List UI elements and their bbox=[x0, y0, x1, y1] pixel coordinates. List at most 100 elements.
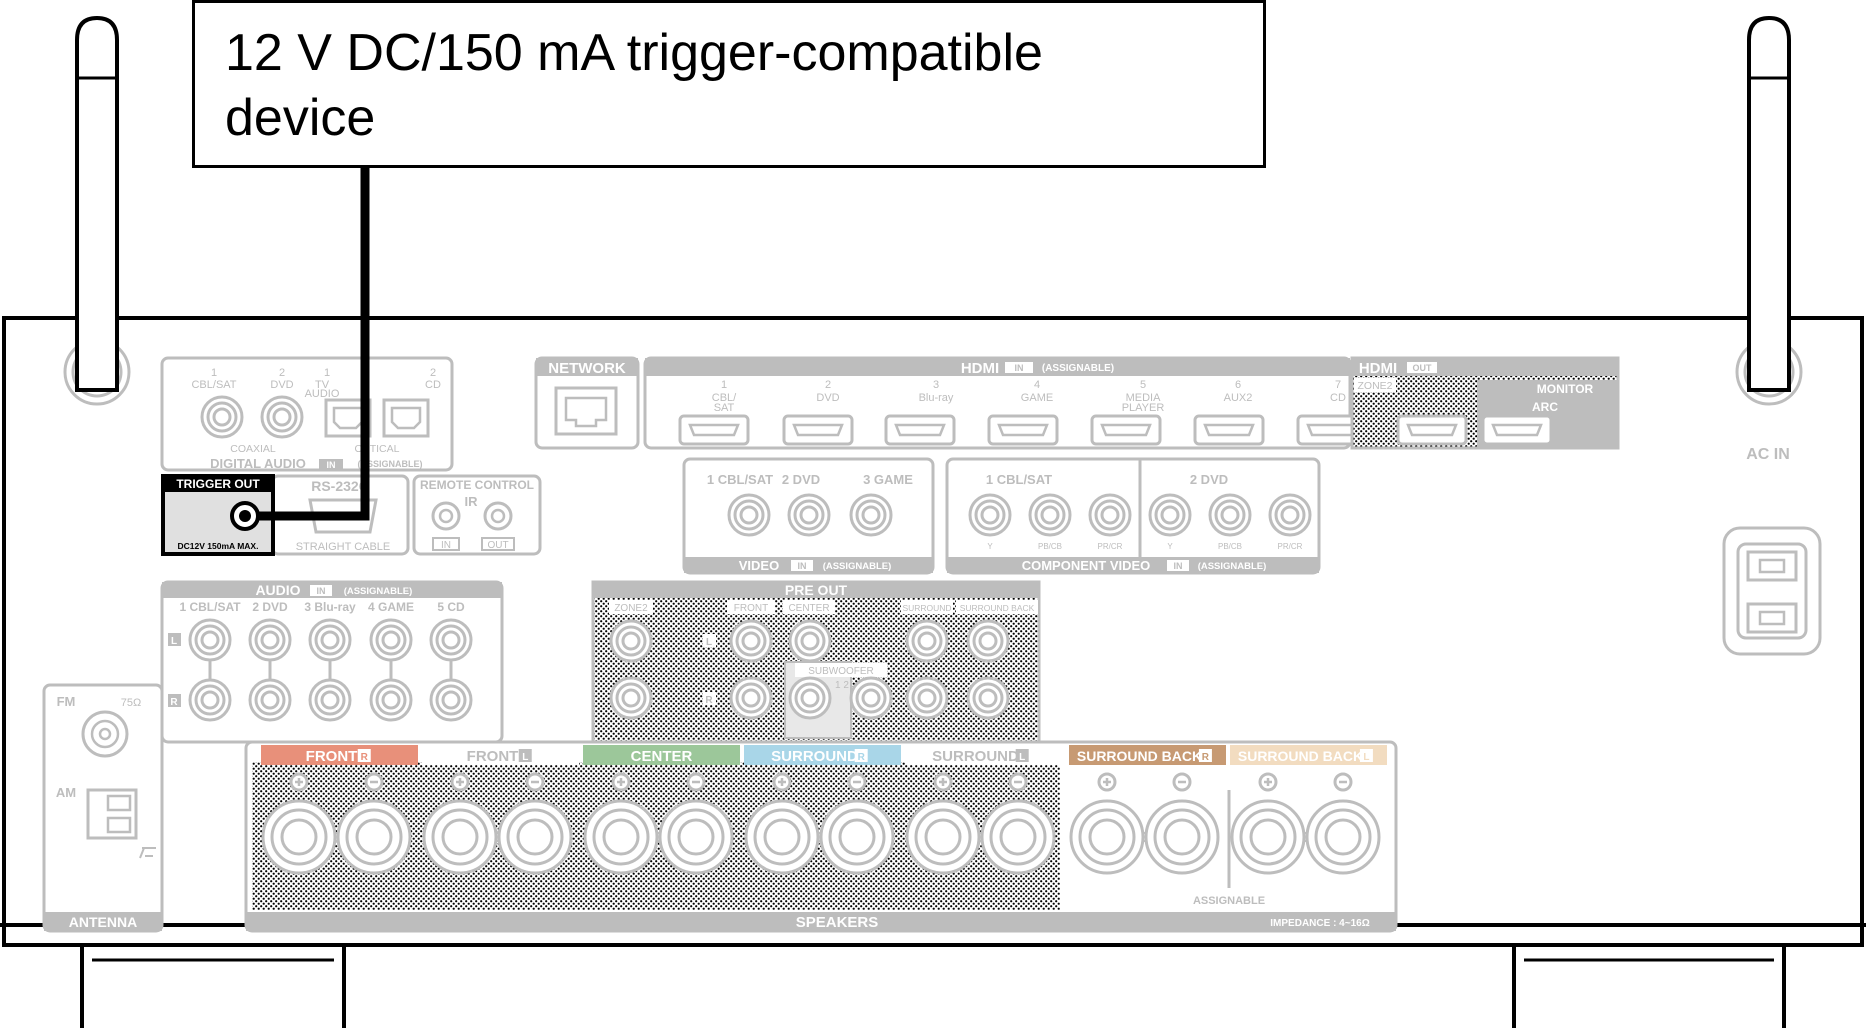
digital-c3-num: 1 bbox=[324, 367, 330, 379]
remote-control-title: REMOTE CONTROL bbox=[420, 478, 534, 492]
audio-input-1-l-jack bbox=[188, 618, 232, 662]
pre-out-surround-back-r-jack bbox=[966, 676, 1010, 720]
optical-jack-2 bbox=[382, 398, 430, 438]
antenna-group: FM 75Ω AM ANTENNA bbox=[42, 683, 164, 933]
hdmi-in-port-3-number: 3 bbox=[933, 379, 939, 391]
pre-out-front-l-jack bbox=[729, 619, 773, 663]
speaker-channel-1-minus-terminal bbox=[336, 799, 412, 875]
antenna-ohm-label: 75Ω bbox=[121, 697, 141, 709]
video-input-group: 1 CBL/SAT 2 DVD 3 GAME VIDEO IN (ASSIGNA… bbox=[682, 457, 935, 575]
speaker-channel-6-label: SURROUND BACK bbox=[1077, 748, 1202, 764]
digital-c2-name: DVD bbox=[270, 379, 293, 391]
audio-input-3-l-jack bbox=[308, 618, 352, 662]
hdmi-in-port-1 bbox=[678, 414, 750, 446]
component-2-pr-label: PR/CR bbox=[1278, 542, 1303, 551]
hdmi-out-zone2-port bbox=[1396, 414, 1468, 446]
hdmi-in-port-1-name: CBL/ bbox=[712, 392, 737, 404]
audio-input-5-r-jack bbox=[429, 678, 473, 722]
speaker-channel-5-label: SURROUND bbox=[932, 748, 1019, 765]
audio-l-badge: L bbox=[171, 636, 177, 647]
pre-out-center-jack bbox=[788, 619, 832, 663]
audio-input-label-2: 2 DVD bbox=[252, 600, 288, 614]
hdmi-in-badge: IN bbox=[1015, 363, 1024, 373]
component-2-pr-jack bbox=[1268, 493, 1312, 537]
component-label-1: 1 CBL/SAT bbox=[986, 472, 1052, 487]
speaker-channel-4-plus-sign bbox=[778, 778, 786, 786]
audio-input-label-4: 4 GAME bbox=[368, 600, 414, 614]
speaker-channel-2-plus-terminal bbox=[422, 799, 498, 875]
network-title: NETWORK bbox=[548, 360, 626, 377]
video-jack-1 bbox=[727, 493, 771, 537]
pre-out-subwoofer-1-jack bbox=[788, 676, 832, 720]
fm-antenna-jack bbox=[81, 710, 129, 758]
speaker-channel-2-plus-sign bbox=[456, 778, 464, 786]
speaker-channel-5-plus-terminal bbox=[905, 799, 981, 875]
speakers-title: SPEAKERS bbox=[796, 914, 879, 931]
hdmi-in-port-4-number: 4 bbox=[1034, 379, 1040, 391]
speaker-channel-7-minus-terminal bbox=[1305, 799, 1381, 875]
trigger-out-title: TRIGGER OUT bbox=[176, 477, 260, 491]
digital-c3-name1: TV bbox=[315, 379, 330, 391]
hdmi-out-arc: ARC bbox=[1532, 400, 1558, 414]
antenna-am-label: AM bbox=[56, 785, 76, 800]
hdmi-in-port-2-number: 2 bbox=[825, 379, 831, 391]
pre-out-r-badge: R bbox=[705, 695, 713, 706]
hdmi-output-group: HDMI OUT ZONE2 MONITOR ARC bbox=[1350, 356, 1620, 450]
audio-input-1-r-jack bbox=[188, 678, 232, 722]
trigger-out-jack-group: TRIGGER OUT DC12V 150mA MAX. bbox=[161, 474, 275, 556]
speaker-channel-3-header bbox=[583, 745, 740, 765]
hdmi-in-port-7-number: 7 bbox=[1335, 379, 1341, 391]
hdmi-in-port-4-name: GAME bbox=[1021, 392, 1053, 404]
speakers-impedance: IMPEDANCE : 4~16Ω bbox=[1270, 918, 1369, 929]
left-wireless-antenna bbox=[63, 15, 131, 406]
speakers-assignable: ASSIGNABLE bbox=[1193, 895, 1265, 907]
component-2-pb-jack bbox=[1208, 493, 1252, 537]
speaker-channel-7-side: L bbox=[1363, 752, 1369, 763]
speaker-channel-3-plus-terminal bbox=[583, 799, 659, 875]
digital-c2-num: 2 bbox=[279, 367, 285, 379]
hdmi-out-monitor-port bbox=[1481, 414, 1553, 446]
pre-out-surround-r-jack bbox=[905, 676, 949, 720]
antenna-title: ANTENNA bbox=[69, 914, 137, 930]
audio-title: AUDIO bbox=[255, 582, 300, 598]
digital-c1-num: 1 bbox=[211, 367, 217, 379]
digital-audio-input-group: 1 CBL/SAT 2 DVD 1 TV AUDIO 2 CD COAXIAL … bbox=[160, 356, 454, 472]
speaker-channel-3-plus-sign bbox=[617, 778, 625, 786]
video-assignable: (ASSIGNABLE) bbox=[823, 561, 892, 572]
speaker-channel-2-header bbox=[422, 745, 579, 765]
hdmi-out-zone2: ZONE2 bbox=[1357, 380, 1392, 392]
speaker-channel-6-plus-terminal bbox=[1069, 799, 1145, 875]
remote-control-group: REMOTE CONTROL IR IN OUT bbox=[412, 474, 542, 556]
component-1-pb-jack bbox=[1028, 493, 1072, 537]
hdmi-in-port-5-name: MEDIA bbox=[1126, 392, 1162, 404]
video-title: VIDEO bbox=[739, 558, 779, 573]
pre-out-zone2-r-jack bbox=[609, 676, 653, 720]
coaxial-jack-2 bbox=[260, 395, 304, 439]
speaker-channel-5-side-badge bbox=[1015, 749, 1029, 762]
speaker-channel-1-plus-terminal bbox=[261, 799, 337, 875]
network-port-group: NETWORK bbox=[534, 356, 640, 450]
speaker-channel-6-header bbox=[1069, 745, 1226, 765]
hdmi-in-port-6 bbox=[1193, 414, 1265, 446]
component-2-pb-label: PB/CB bbox=[1218, 542, 1242, 551]
trigger-connection-line bbox=[258, 168, 370, 521]
speaker-channel-5-side: L bbox=[1019, 752, 1025, 763]
audio-input-2-r-jack bbox=[248, 678, 292, 722]
hdmi-in-port-5 bbox=[1090, 414, 1162, 446]
right-wireless-antenna bbox=[1735, 15, 1803, 406]
hdmi-in-port-5-number: 5 bbox=[1140, 379, 1146, 391]
pre-out-title: PRE OUT bbox=[785, 582, 848, 598]
hdmi-out-title: HDMI bbox=[1359, 360, 1397, 377]
audio-input-4-r-jack bbox=[369, 678, 413, 722]
speaker-channel-4-label: SURROUND bbox=[771, 748, 858, 765]
pre-out-front: FRONT bbox=[734, 603, 768, 614]
component-video-group: 1 CBL/SAT 2 DVD Y PB/CB PR/CR Y PB/CB PR… bbox=[945, 457, 1321, 575]
video-label-1: 1 CBL/SAT bbox=[707, 472, 773, 487]
hdmi-in-assignable: (ASSIGNABLE) bbox=[1042, 363, 1114, 374]
callout-text-line-2: device bbox=[225, 89, 376, 147]
component-title: COMPONENT VIDEO bbox=[1022, 558, 1151, 573]
pre-out-subwoofer: SUBWOOFER bbox=[808, 666, 874, 677]
